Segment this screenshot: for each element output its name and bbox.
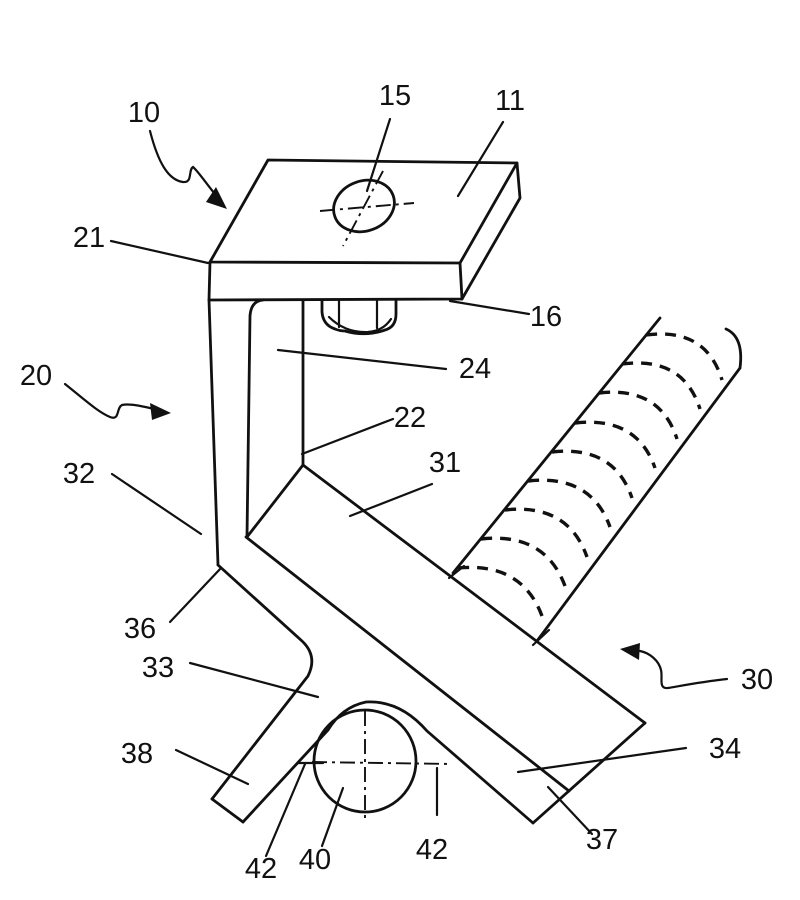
ref-label-33: 33 bbox=[142, 652, 174, 684]
thread-arc bbox=[645, 332, 724, 381]
leader-15 bbox=[365, 117, 392, 193]
bolt-outline bbox=[320, 298, 398, 336]
roller-circle bbox=[312, 708, 418, 814]
bracket-inner-fillet-edge bbox=[245, 298, 265, 539]
roller bbox=[311, 708, 453, 821]
leader-11 bbox=[456, 120, 505, 198]
hole-centerline-vertical bbox=[342, 170, 384, 247]
bar-bottom-edge bbox=[244, 535, 571, 793]
arrow-30-head bbox=[620, 643, 640, 660]
bolt-head bbox=[320, 298, 398, 336]
bracket-end-cap bbox=[210, 797, 245, 824]
ref-label-37: 37 bbox=[586, 824, 618, 856]
thread-arc bbox=[527, 478, 612, 528]
ref-label-15: 15 bbox=[379, 80, 411, 112]
thread-arc bbox=[598, 390, 679, 440]
bracket-outer-edge bbox=[207, 298, 220, 567]
arrow-30-curve bbox=[638, 649, 729, 690]
ref-label-32: 32 bbox=[63, 458, 95, 490]
squiggle-arrows bbox=[63, 129, 729, 690]
ref-label-30: 30 bbox=[741, 664, 773, 696]
ref-label-40: 40 bbox=[299, 844, 331, 876]
leader-21 bbox=[109, 239, 210, 265]
leader-32 bbox=[110, 472, 203, 536]
arrow-10-curve bbox=[148, 129, 221, 201]
rod-right-edge bbox=[535, 366, 742, 643]
bracket-lower-front-edge bbox=[210, 563, 314, 801]
thread-arc bbox=[621, 361, 702, 410]
ref-label-31: 31 bbox=[429, 447, 461, 479]
ref-label-42-right: 42 bbox=[416, 834, 448, 866]
rod-base-serif-right bbox=[531, 628, 551, 647]
roller-centerline-horizontal bbox=[311, 761, 453, 765]
leader-36 bbox=[168, 566, 223, 624]
ref-label-16: 16 bbox=[530, 301, 562, 333]
rod-thread-arcs bbox=[457, 332, 724, 617]
arrow-20-curve bbox=[63, 382, 160, 419]
plate-hole bbox=[332, 178, 396, 234]
leader-22 bbox=[300, 417, 395, 456]
ref-label-38: 38 bbox=[121, 738, 153, 770]
thread-arc bbox=[574, 420, 657, 469]
arrow-20-head bbox=[150, 403, 171, 420]
thread-arc bbox=[551, 449, 634, 499]
leader-31 bbox=[348, 482, 434, 518]
plate-front-face bbox=[207, 260, 464, 302]
arrow-10-head bbox=[206, 187, 227, 209]
leader-24 bbox=[276, 348, 448, 371]
hole-centerline-horizontal bbox=[319, 202, 415, 212]
rod-left-edge bbox=[451, 316, 662, 575]
bar-end-edge bbox=[531, 721, 647, 825]
plate-side-face bbox=[460, 161, 522, 301]
thread-arc bbox=[480, 536, 567, 587]
ref-label-22: 22 bbox=[394, 402, 426, 434]
ref-label-36: 36 bbox=[124, 613, 156, 645]
leader-37 bbox=[546, 785, 594, 836]
clamp-plate bbox=[207, 158, 522, 302]
ref-label-42-left: 42 bbox=[245, 853, 277, 885]
ref-label-24: 24 bbox=[459, 353, 491, 385]
bar-top-edge bbox=[301, 463, 647, 725]
leader-40 bbox=[320, 786, 345, 848]
ref-label-34: 34 bbox=[709, 733, 741, 765]
reference-numerals: 10 15 11 21 16 20 24 22 31 32 30 36 33 3… bbox=[20, 80, 773, 885]
ref-label-11: 11 bbox=[495, 85, 525, 117]
thread-arc bbox=[504, 507, 589, 558]
leader-lines bbox=[109, 117, 688, 858]
ref-label-20: 20 bbox=[20, 360, 52, 392]
rod-tip-cap bbox=[724, 327, 743, 370]
clamp-bar bbox=[244, 463, 647, 825]
leader-42-left bbox=[264, 762, 307, 858]
bolt-inner-rim bbox=[327, 315, 393, 334]
ref-label-10: 10 bbox=[128, 97, 160, 129]
ref-label-21: 21 bbox=[73, 222, 105, 254]
bracket-inner-corner-edge bbox=[245, 463, 305, 539]
threaded-rod bbox=[447, 316, 743, 647]
leader-16 bbox=[448, 299, 531, 316]
leader-34 bbox=[516, 746, 688, 774]
leader-33 bbox=[188, 661, 320, 699]
leader-38 bbox=[174, 748, 250, 786]
